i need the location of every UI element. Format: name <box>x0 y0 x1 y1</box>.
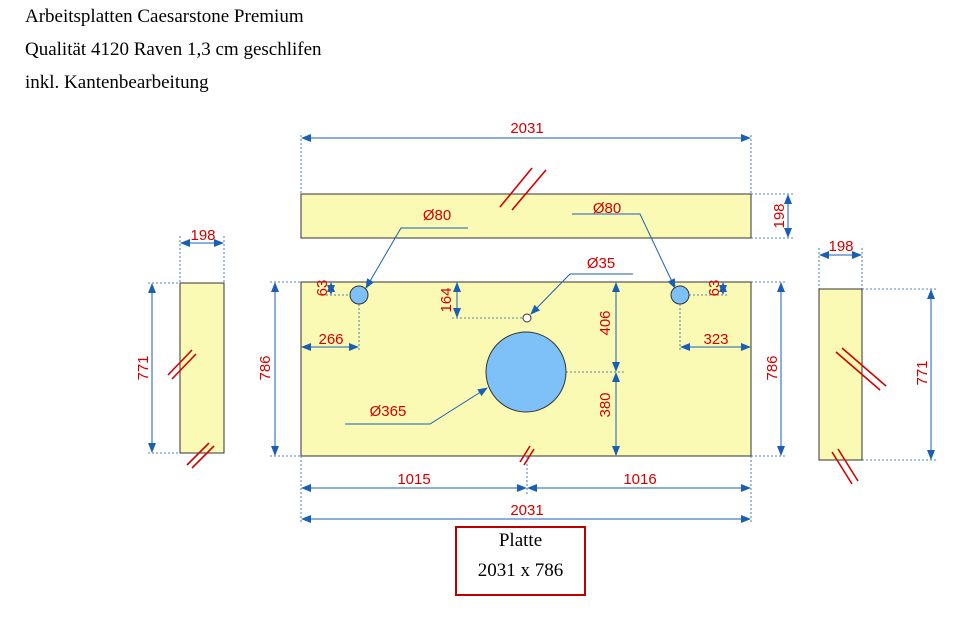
top-strip-slab <box>300 193 752 239</box>
hole-right-label: Ø80 <box>593 200 621 217</box>
left-side-piece: 198 771 <box>135 227 225 469</box>
left-side-width-label: 198 <box>190 227 215 244</box>
right-hole-offset-label: 323 <box>703 331 728 348</box>
title-line-3: inkl. Kantenbearbeitung <box>25 72 209 93</box>
right-side-piece: 198 771 <box>818 238 936 485</box>
cut-mark <box>167 349 193 376</box>
main-depth-left-label: 786 <box>257 355 274 380</box>
sink-cutout-label: Ø365 <box>370 403 407 420</box>
bottom-left-label: 1015 <box>397 471 430 488</box>
plate-label-title: Platte <box>498 530 543 551</box>
top-strip-height-label: 198 <box>771 203 788 228</box>
title-line-2: Qualität 4120 Raven 1,3 cm geschlifen <box>25 39 322 60</box>
small-hole-depth-label: 164 <box>438 287 455 312</box>
cut-mark <box>841 347 887 387</box>
sink-cutout <box>485 331 567 413</box>
hole-left-label: Ø80 <box>423 207 451 224</box>
cut-mark <box>499 167 533 208</box>
plate-label-box: Platte 2031 x 786 <box>455 526 586 596</box>
sink-upper-label: 406 <box>597 310 614 335</box>
tap-hole-left <box>349 285 369 305</box>
main-width-label: 2031 <box>510 502 543 519</box>
cut-mark <box>191 445 215 469</box>
bottom-right-label: 1016 <box>623 471 656 488</box>
right-side-width-label: 198 <box>828 238 853 255</box>
right-side-height-label: 771 <box>914 360 931 385</box>
cut-mark <box>831 451 853 485</box>
plate-label-size: 2031 x 786 <box>477 560 564 581</box>
main-depth-right-label: 786 <box>764 355 781 380</box>
cut-mark <box>171 353 197 380</box>
left-side-slab <box>179 282 225 454</box>
offset-top-right-label: 63 <box>706 280 723 297</box>
small-hole-label: Ø35 <box>587 255 615 272</box>
top-strip: 2031 198 <box>300 120 795 239</box>
cut-mark <box>511 169 547 211</box>
small-hole <box>522 313 532 323</box>
left-side-height-label: 771 <box>135 355 152 380</box>
cut-mark <box>519 445 531 463</box>
tap-hole-right <box>670 285 690 305</box>
offset-top-left-label: 63 <box>314 280 331 297</box>
cut-mark <box>523 448 535 466</box>
cut-mark <box>837 448 859 482</box>
cut-mark <box>186 442 210 466</box>
sink-lower-label: 380 <box>597 392 614 417</box>
right-side-slab <box>818 288 863 461</box>
left-hole-offset-label: 266 <box>318 331 343 348</box>
main-slab: Ø80 Ø80 Ø35 Ø365 63 63 164 266 323 406 3… <box>257 200 787 523</box>
title-line-1: Arbeitsplatten Caesarstone Premium <box>25 6 304 27</box>
top-strip-width-label: 2031 <box>510 120 543 137</box>
cut-mark <box>835 351 881 391</box>
